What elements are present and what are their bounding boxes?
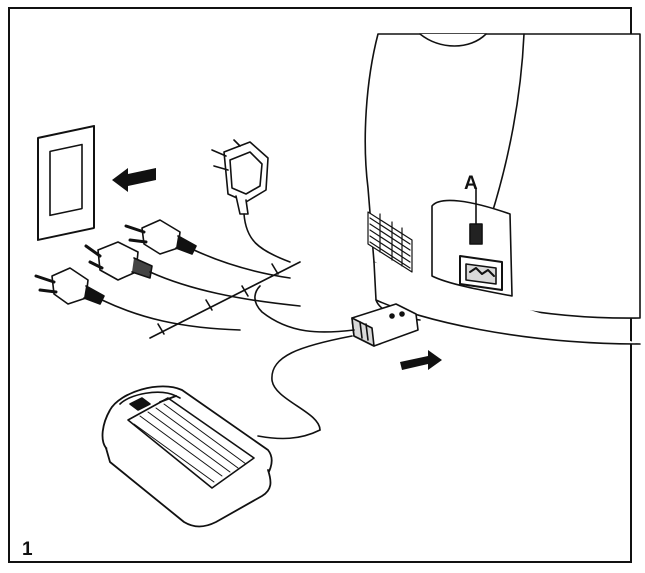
vent-grille [367,211,413,273]
switch-label-a: A [464,173,478,194]
euro-plug-upper [124,219,291,279]
connector-cords [254,285,355,440]
foot-controller [101,385,273,528]
arrow-left-icon [112,168,156,192]
us-plug [84,241,301,307]
machine-connector-plug [351,303,419,347]
arrow-right-icon [400,350,442,370]
sewing-machine [364,33,641,345]
power-switch [469,223,483,245]
adapter-plug [211,139,291,263]
cord-bracket [149,261,301,339]
euro-plug-lower [34,267,241,331]
power-panel [431,187,513,297]
figure-number: 1 [22,539,33,560]
wall-socket [37,124,95,241]
